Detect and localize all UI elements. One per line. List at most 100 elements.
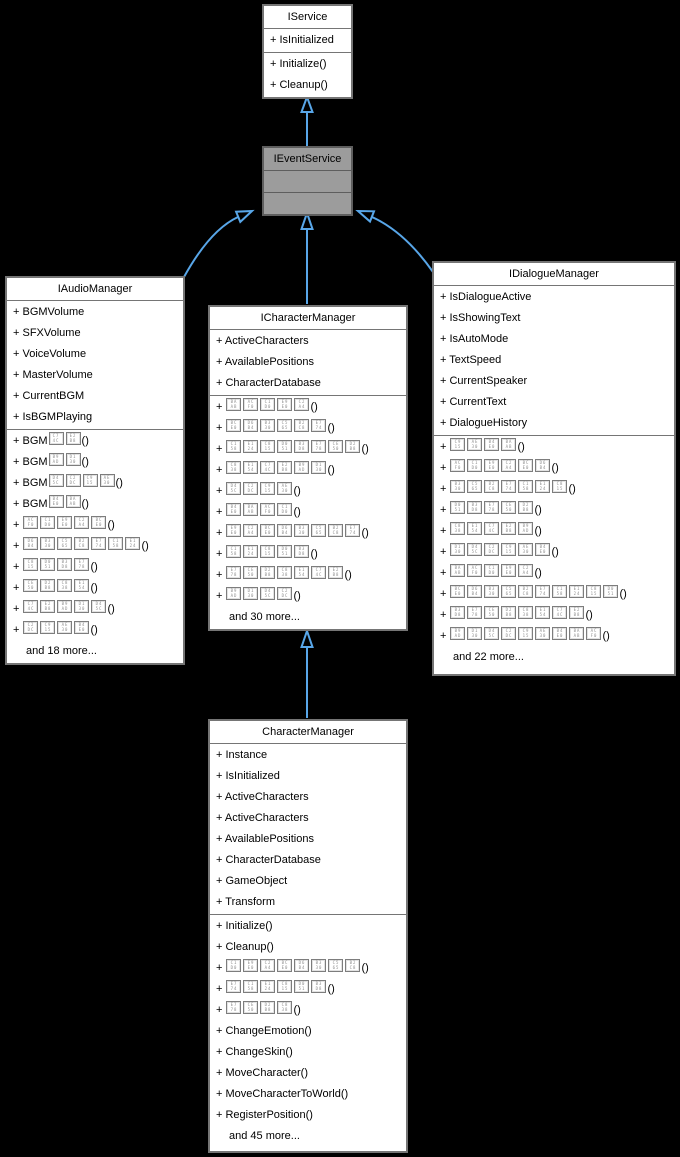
member-row: + GameObject xyxy=(216,875,288,887)
attributes-section: + BGMVolume+ SFXVolume+ VoiceVolume+ Mas… xyxy=(7,300,183,429)
member-suffix: () xyxy=(310,548,318,560)
member-suffix: () xyxy=(81,435,89,447)
member-prefix: + BGM xyxy=(13,498,48,510)
class-node-iaudiomanager[interactable]: IAudioManager + BGMVolume+ SFXVolume+ Vo… xyxy=(5,276,185,665)
member-row: + RegisterPosition() xyxy=(216,1109,313,1121)
class-node-iservice[interactable]: IService + IsInitialized + Initialize()+… xyxy=(262,4,353,99)
member-suffix: () xyxy=(293,590,301,602)
member-suffix: () xyxy=(361,527,369,539)
class-title: IService xyxy=(287,11,328,23)
member-row: + CurrentBGM xyxy=(13,390,85,402)
inheritance-arrow-iaudiomanager-to-ieventservice xyxy=(183,209,255,278)
member-row: + MoveCharacter() xyxy=(216,1067,309,1079)
member-suffix: () xyxy=(90,582,98,594)
class-title: CharacterManager xyxy=(262,726,354,738)
class-node-idialoguemanager[interactable]: IDialogueManager + IsDialogueActive+ IsS… xyxy=(432,261,676,676)
member-row: + IsBGMPlaying xyxy=(13,411,93,423)
member-suffix: () xyxy=(534,504,542,516)
class-node-ieventservice[interactable]: IEventService xyxy=(262,146,353,216)
member-suffix: () xyxy=(293,485,301,497)
member-row: + AvailablePositions xyxy=(216,833,314,845)
member-prefix: + xyxy=(440,567,450,579)
member-row: and 18 more... xyxy=(26,645,97,657)
member-suffix: () xyxy=(534,525,542,537)
member-prefix: + xyxy=(440,462,450,474)
member-prefix: + xyxy=(440,588,450,600)
attributes-section: + IsInitialized xyxy=(264,28,351,52)
member-prefix: + xyxy=(216,962,226,974)
member-row: + IsAutoMode xyxy=(440,333,509,345)
member-suffix: () xyxy=(602,630,610,642)
member-row: + CharacterDatabase xyxy=(216,854,321,866)
member-prefix: + xyxy=(440,525,450,537)
member-row: + IsDialogueActive xyxy=(440,291,532,303)
member-row: + ActiveCharacters xyxy=(216,335,309,347)
class-node-charactermanager[interactable]: CharacterManager + Instance+ IsInitializ… xyxy=(208,719,408,1153)
member-prefix: + xyxy=(440,441,450,453)
class-node-icharactermanager[interactable]: ICharacterManager + ActiveCharacters+ Av… xyxy=(208,305,408,631)
member-prefix: + xyxy=(216,506,226,518)
